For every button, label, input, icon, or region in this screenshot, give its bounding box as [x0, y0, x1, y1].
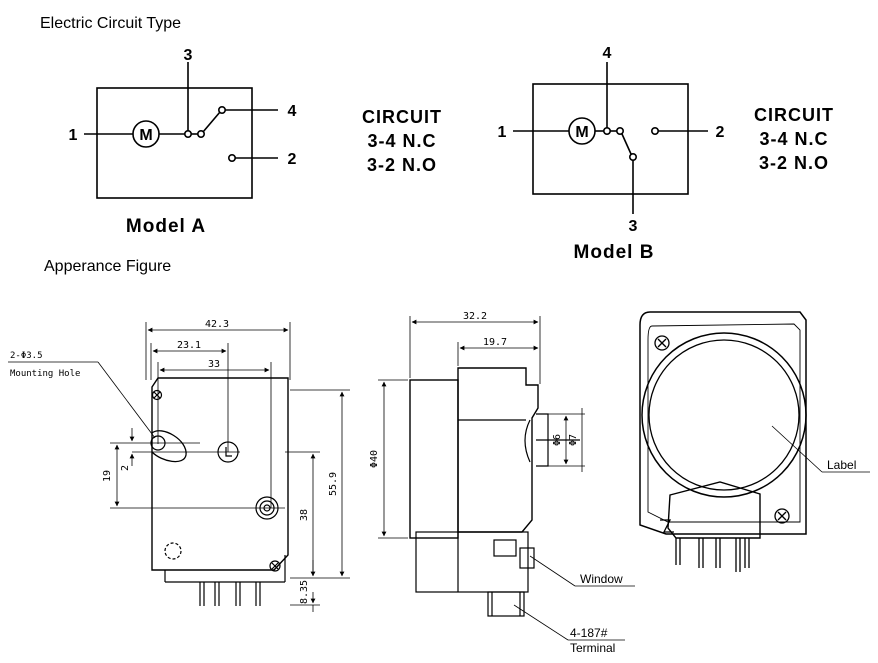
- mounting-hole-label: Mounting Hole: [10, 369, 80, 379]
- model-a-circuit-title: CIRCUIT: [362, 107, 442, 127]
- window-callout: Window: [580, 572, 623, 586]
- model-a-circuit-nc: 3-4 N.C: [367, 131, 436, 151]
- model-b-circuit-title: CIRCUIT: [754, 105, 834, 125]
- mounting-hole-spec: 2-Φ3.5: [10, 351, 43, 361]
- model-b-terminal-2: 2: [716, 124, 725, 141]
- dim-side-inner: 19.7: [483, 337, 507, 348]
- dim-width-overall: 42.3: [205, 319, 229, 330]
- model-b-box: [532, 83, 689, 195]
- model-b-label: Model B: [574, 242, 655, 263]
- model-b-terminal-3: 3: [629, 218, 638, 235]
- model-a-terminal-3: 3: [184, 47, 193, 64]
- dim-body-diameter: Φ40: [369, 450, 380, 468]
- dim-bottom: 8.35: [299, 580, 310, 604]
- dim-side-width: 32.2: [463, 311, 487, 322]
- label-leader: [771, 425, 870, 473]
- dim-width-inner: 33: [208, 359, 220, 370]
- model-b-schematic: [513, 62, 708, 214]
- model-a-label: Model A: [126, 216, 206, 237]
- dim-shaft-1: Φ6: [552, 434, 563, 446]
- dim-shaft-2: Φ7: [568, 434, 579, 446]
- model-a-terminal-2: 2: [288, 151, 297, 168]
- model-a-motor-label: M: [139, 127, 152, 144]
- model-b-terminal-4: 4: [603, 45, 612, 62]
- circuit-type-heading: Electric Circuit Type: [40, 15, 181, 32]
- model-b-circuit-no: 3-2 N.O: [759, 153, 829, 173]
- dim-width-mid: 23.1: [177, 340, 201, 351]
- model-a-terminal-4: 4: [288, 103, 297, 120]
- front-view: [150, 377, 289, 606]
- label-callout: Label: [827, 458, 856, 472]
- dim-height-mid: 38: [299, 509, 310, 521]
- terminal-callout: Terminal: [570, 641, 615, 655]
- model-a-box: [96, 87, 253, 199]
- appearance-heading: Apperance Figure: [44, 258, 171, 275]
- rear-dial: [641, 332, 807, 498]
- model-a-terminal-1: 1: [69, 127, 78, 144]
- rear-view: [639, 311, 807, 572]
- model-b-terminal-1: 1: [498, 124, 507, 141]
- dim-height-overall: 55.9: [328, 472, 339, 496]
- model-a-circuit-no: 3-2 N.O: [367, 155, 437, 175]
- dim-height-small: 19: [102, 470, 113, 482]
- model-a-schematic: [84, 62, 278, 199]
- terminal-count-callout: 4-187#: [570, 626, 608, 640]
- model-b-circuit-nc: 3-4 N.C: [759, 129, 828, 149]
- model-b-motor-label: M: [575, 124, 588, 141]
- side-view: [409, 367, 580, 617]
- front-view-dimension-lines: [8, 322, 350, 612]
- side-view-dimension-lines: [378, 316, 635, 641]
- dim-offset-small: 2: [120, 465, 131, 471]
